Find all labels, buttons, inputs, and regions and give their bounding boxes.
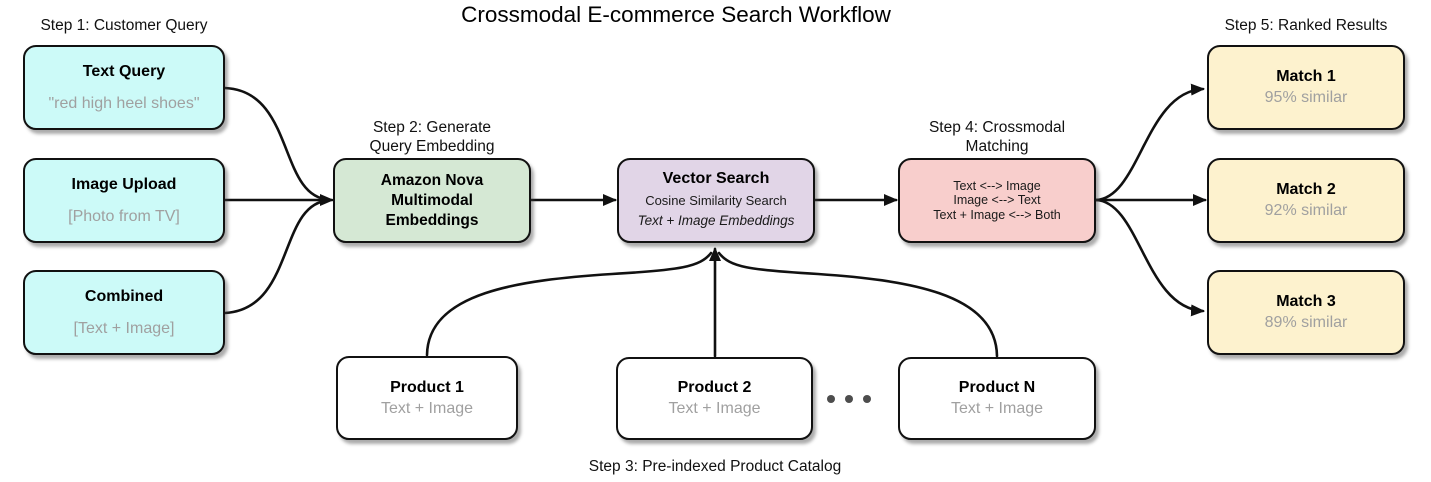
arrow-productN-to-vector xyxy=(717,251,999,358)
step3-label: Step 3: Pre-indexed Product Catalog xyxy=(588,458,842,475)
step1-label: Step 1: Customer Query xyxy=(40,17,208,34)
step4-label: Step 4: Crossmodal Matching xyxy=(897,118,1097,156)
node-title: Product N xyxy=(958,379,1036,396)
matching-line1: Text <--> Image xyxy=(953,178,1041,193)
arrow-combined-to-embedding xyxy=(223,199,331,315)
node-subtitle: Text + Image xyxy=(380,399,474,417)
product2-node: Product 2 Text + Image xyxy=(616,357,813,440)
node-subtitle: "red high heel shoes" xyxy=(48,94,200,112)
arrow-textquery-to-embedding xyxy=(223,86,331,201)
step2-label: Step 2: Generate Query Embedding xyxy=(332,118,532,156)
node-title-line3: Embeddings xyxy=(385,211,479,229)
node-subtitle: Text + Image xyxy=(668,400,761,417)
match1-node: Match 1 95% similar xyxy=(1207,45,1405,130)
nova-embeddings-node: Amazon Nova Multimodal Embeddings xyxy=(333,158,531,243)
step4-label-line2: Matching xyxy=(965,138,1029,155)
node-title-line1: Amazon Nova xyxy=(380,171,484,189)
ellipsis-dot xyxy=(863,395,871,403)
node-title: Match 1 xyxy=(1276,68,1336,85)
node-subtitle: 95% similar xyxy=(1264,89,1348,106)
text-query-node: Text Query "red high heel shoes" xyxy=(23,45,225,130)
node-title-line2: Multimodal xyxy=(391,191,473,209)
step5-label: Step 5: Ranked Results xyxy=(1224,17,1388,34)
arrow-product1-to-vector xyxy=(425,251,713,357)
node-subtitle: 92% similar xyxy=(1264,202,1348,219)
node-title: Product 1 xyxy=(390,378,464,396)
product1-node: Product 1 Text + Image xyxy=(336,356,518,440)
arrow-matching-to-match1 xyxy=(1094,83,1205,202)
step2-label-line2: Query Embedding xyxy=(369,138,495,155)
matching-line2: Image <--> Text xyxy=(953,193,1041,208)
match3-node: Match 3 89% similar xyxy=(1207,270,1405,355)
image-upload-node: Image Upload [Photo from TV] xyxy=(23,158,225,243)
node-subtitle: [Text + Image] xyxy=(73,319,175,337)
node-subtitle: Cosine Similarity Search xyxy=(645,193,787,208)
step4-label-line1: Step 4: Crossmodal xyxy=(928,119,1066,136)
ellipsis-icon xyxy=(827,395,871,403)
diagram-title: Crossmodal E-commerce Search Workflow xyxy=(461,2,891,27)
node-title: Product 2 xyxy=(677,379,752,396)
crossmodal-matching-node: Text <--> Image Image <--> Text Text + I… xyxy=(898,158,1096,243)
matching-line3: Text + Image <--> Both xyxy=(933,207,1061,222)
ellipsis-dot xyxy=(827,395,835,403)
combined-query-node: Combined [Text + Image] xyxy=(23,270,225,355)
node-title: Image Upload xyxy=(71,175,177,193)
node-subtitle-italic: Text + Image Embeddings xyxy=(637,213,795,228)
ellipsis-dot xyxy=(845,395,853,403)
node-subtitle: Text + Image xyxy=(950,400,1044,417)
match2-node: Match 2 92% similar xyxy=(1207,158,1405,243)
node-title: Vector Search xyxy=(662,170,770,187)
node-subtitle: 89% similar xyxy=(1264,314,1348,331)
vector-search-node: Vector Search Cosine Similarity Search T… xyxy=(617,158,815,243)
step2-label-line1: Step 2: Generate xyxy=(372,119,492,136)
node-subtitle: [Photo from TV] xyxy=(68,207,180,225)
node-title: Combined xyxy=(84,287,164,305)
arrow-matching-to-match3 xyxy=(1094,198,1205,317)
node-title: Match 3 xyxy=(1276,293,1336,310)
node-title: Text Query xyxy=(82,62,166,80)
node-title: Match 2 xyxy=(1276,181,1336,198)
productN-node: Product N Text + Image xyxy=(898,357,1096,440)
